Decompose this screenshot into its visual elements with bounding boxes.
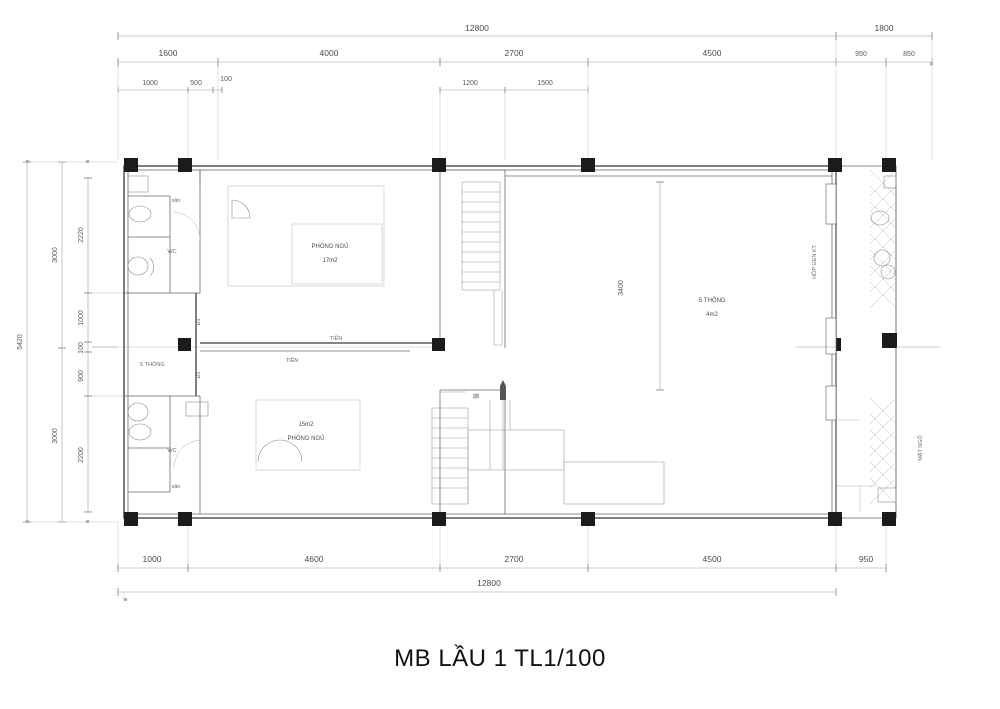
yard-upper-label: sân [172,198,181,204]
bottom-dim-4600: 4600 [305,554,324,564]
wc-lower-label: WC [167,448,176,454]
top-dim-4000: 4000 [320,48,339,58]
stair-direction-arrow [500,380,506,400]
left-sub-900: 900 [78,370,85,382]
stair-note-25: 25 [473,394,479,400]
fixture-right-1 [870,210,890,226]
staircase-lower: 25 [431,380,665,505]
toilet-lower-icon [127,402,149,422]
right-annotations: HỘP GEN KT MẶT NGÕ [811,175,924,512]
bottom-dim-1000: 1000 [143,554,162,564]
left-sub-100: 100 [78,342,85,354]
interior-partitions [124,169,832,514]
top-overall-1800: 1800 [875,23,894,33]
toilet-upper-bowl [149,257,154,277]
bed-lower-outline [255,399,361,471]
door-lower-label: Đ1 [196,371,202,378]
plan-title: MB LẦU 1 TL1/100 [394,644,606,672]
top-dim-1600: 1600 [159,48,178,58]
window-right-lower [825,385,837,421]
corridor-labels: TIỀN TIỀN Đ1 Đ1 S THÔNG [140,318,343,378]
door-upper-label: Đ1 [196,318,202,325]
top-dim-4500: 4500 [703,48,722,58]
living-right-area: 4m2 [706,312,718,318]
bed-upper-outline [227,185,385,287]
fixture-right-2 [873,249,891,267]
left-dim-3000-lower: 3000 [52,428,59,444]
room-bedroom-lower: 15m2 PHÒNG NGỦ [255,399,361,471]
staircase-upper [461,181,503,346]
fixture-right-5 [877,487,897,503]
bottom-overall-12800: 12800 [477,578,501,588]
wall-openings [92,183,940,421]
window-right-upper [825,183,837,225]
margin-markers [26,62,933,601]
door-swing-wc-upper [173,211,201,241]
top-dim-850: 850 [903,51,915,58]
tub-lower-icon [185,401,209,417]
bedroom-lower-name: PHÒNG NGỦ [287,435,324,442]
alley-vertical-label: MẶT NGÕ [917,435,924,461]
room-wc-lower: WC sân [127,401,209,490]
corridor-label-2: TIỀN [286,357,299,364]
left-overall-5420: 5420 [17,334,24,350]
shaft-vertical-label: HỘP GEN KT [811,244,818,278]
left-sub-1000a: 1000 [78,310,85,326]
bed-lower-arc [257,439,303,463]
fixture-right-4 [883,175,897,189]
top-dimension-block: 12800 1800 1600 4000 2700 4500 950 850 1… [117,23,933,160]
top-dim-950: 950 [855,51,867,58]
left-dim-3000-upper: 3000 [52,247,59,263]
room-bedroom-upper: PHÒNG NGỦ 17m2 [227,185,385,287]
bed-upper-mattress [291,223,383,285]
center-dim-3400: 3400 [618,280,625,296]
bottom-dim-950: 950 [859,554,873,564]
sink-lower-icon [128,423,152,441]
bedroom-upper-area: 17m2 [322,258,338,264]
bottom-dimension-block: 1000 4600 2700 4500 950 12800 [117,522,887,600]
top-sub-1000: 1000 [142,80,158,87]
top-sub-1500: 1500 [537,80,553,87]
living-right-name: S THÔNG [698,297,726,304]
top-overall-12800: 12800 [465,23,489,33]
bottom-dim-2700: 2700 [505,554,524,564]
door-swing-wc-lower [173,439,201,469]
hall-left-label: S THÔNG [140,361,165,368]
corridor-label-1: TIỀN [330,335,343,342]
tub-upper-icon [127,175,149,193]
top-dim-2700: 2700 [505,48,524,58]
room-wc-upper: sân WC [127,175,201,277]
yard-lower-label: sân [172,484,181,490]
bed-upper-chair [231,199,251,219]
left-sub-2220-upper: 2220 [78,227,85,243]
plan-body: PHÒNG NGỦ 17m2 15m2 PHÒNG NGỦ sân WC WC [26,62,940,601]
hatch-pattern-right [869,169,897,505]
bedroom-upper-name: PHÒNG NGỦ [311,243,348,250]
fixture-right-3 [880,264,896,280]
bedroom-lower-area: 15m2 [298,422,314,428]
room-living-right: S THÔNG 4m2 3400 [618,181,726,391]
sink-upper-icon [128,205,152,223]
top-sub-100: 100 [220,76,232,83]
bottom-dim-4500: 4500 [703,554,722,564]
window-right-mid [825,317,837,355]
left-sub-2200-lower: 2200 [78,447,85,463]
top-sub-500: 500 [190,80,202,87]
wc-upper-label: WC [167,249,176,255]
top-sub-1200: 1200 [462,80,478,87]
structural-columns [124,158,897,526]
toilet-upper-icon [127,256,149,276]
